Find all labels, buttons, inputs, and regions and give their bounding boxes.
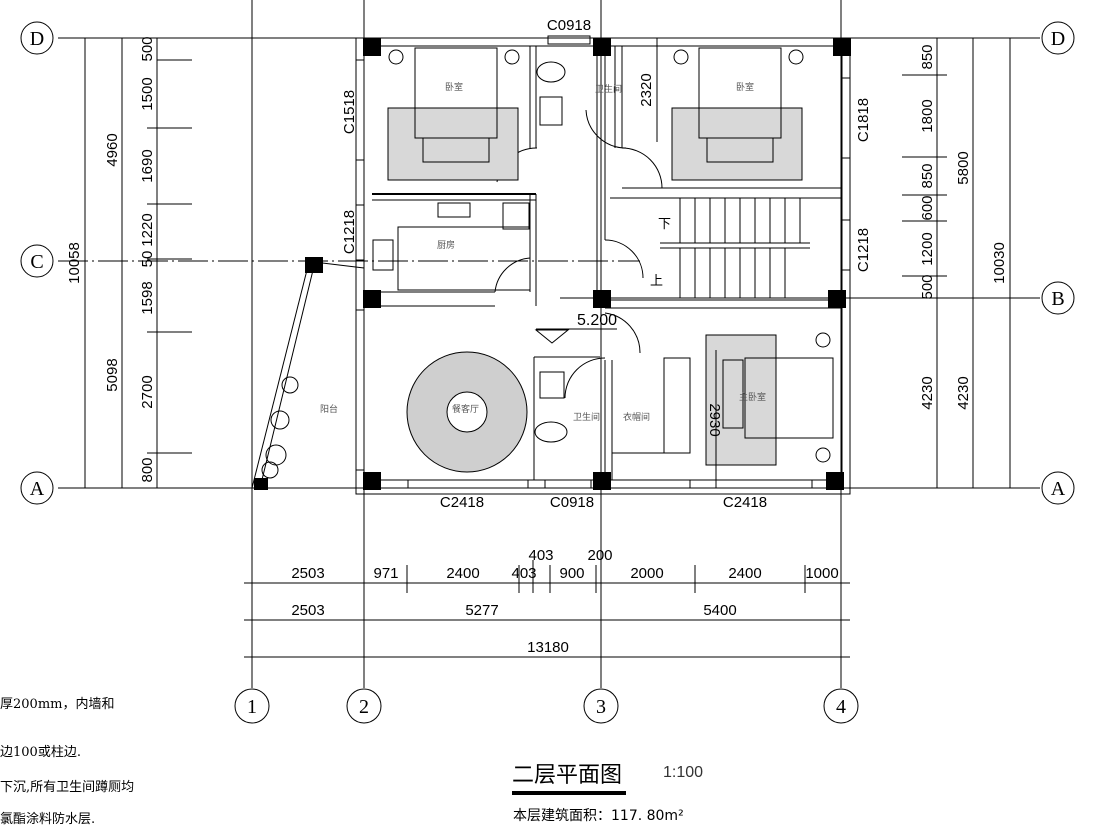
window-label-right-bedroom: C1818	[855, 98, 872, 142]
dim-bottom-total: 13180	[527, 639, 569, 656]
elevation-value: 5.200	[577, 312, 617, 329]
dim-bottom-seg: 200	[587, 547, 612, 564]
axis-labels: D C A D B A 1 2 3 4	[20, 21, 1075, 724]
dim-bottom-seg: 403	[511, 565, 536, 582]
dim-left-seg: 500	[139, 36, 156, 61]
room-bath-top: 卫生间	[595, 83, 622, 95]
dim-left-seg: 800	[139, 457, 156, 482]
dim-right-seg: 600	[919, 195, 936, 220]
room-kitchen: 厨房	[437, 239, 455, 251]
dim-left-total: 10058	[66, 242, 83, 284]
dim-right-seg: 850	[919, 44, 936, 69]
note-line-4: 氯酯涂料防水层.	[0, 812, 96, 827]
structural-columns	[254, 38, 851, 490]
axis-label-d: D	[30, 28, 44, 50]
dim-bottom-seg: 2000	[630, 565, 663, 582]
dim-left-seg: 1690	[139, 149, 156, 182]
dim-right-seg: 1800	[919, 99, 936, 132]
room-bedroom-left: 卧室	[445, 81, 463, 93]
axis-label-c: C	[30, 251, 43, 273]
room-bedroom-right: 卧室	[736, 81, 754, 93]
window-label-left-bedroom: C1518	[341, 90, 358, 134]
dim-master-depth: 2930	[706, 403, 723, 436]
dim-bottom-seg: 2400	[446, 565, 479, 582]
dim-bottom-seg: 1000	[805, 565, 838, 582]
dim-bottom-seg: 971	[373, 565, 398, 582]
axis-label-4: 4	[836, 696, 846, 718]
axis-label-a-left: A	[30, 478, 45, 500]
dim-bottom-seg: 2400	[728, 565, 761, 582]
dim-left-lower: 5098	[104, 358, 121, 391]
stair-down-label: 下	[658, 217, 671, 232]
drawing-scale: 1:100	[663, 764, 704, 781]
floor-area: 本层建筑面积：117. 80m²	[513, 808, 684, 824]
window-labels: C0918 C1518 C1818 C1218 C1218 C2418 C091…	[341, 17, 872, 511]
dim-right-seg: 1200	[919, 232, 936, 265]
dimensions-left: 10058 4960 5098 500 1500 1690 1220 50 15…	[66, 36, 192, 488]
dimensions-right: 850 1800 850 600 1200 500 5800 4230 4230…	[902, 38, 1011, 488]
window-label-kitchen: C1218	[341, 210, 358, 254]
axis-label-d-right: D	[1051, 28, 1065, 50]
axis-label-a-right: A	[1051, 478, 1066, 500]
dim-left-seg: 1500	[139, 77, 156, 110]
dim-bottom-mid: 5400	[703, 602, 736, 619]
dim-left-seg: 2700	[139, 375, 156, 408]
balcony-plants-icon	[261, 376, 299, 479]
room-labels: 卧室 卧室 卫生间 厨房 阳台 餐客厅 卫生间 衣帽间 主卧室 下 上	[320, 81, 766, 423]
note-line-1: 厚200mm，内墙和	[0, 697, 115, 712]
dim-right-seg: 500	[919, 274, 936, 299]
note-line-3: 下沉,所有卫生间蹲厕均	[0, 780, 135, 795]
dim-right-lower-outer: 4230	[955, 376, 972, 409]
room-master-bedroom: 主卧室	[739, 391, 766, 403]
dim-right-upper: 5800	[955, 151, 972, 184]
staircase	[660, 198, 810, 298]
room-closet: 衣帽间	[623, 411, 650, 423]
dim-bottom-mid: 5277	[465, 602, 498, 619]
window-label-bottom-right: C2418	[723, 494, 767, 511]
window-label-top: C0918	[547, 17, 591, 34]
dim-left-seg: 50	[139, 251, 156, 268]
axis-label-b: B	[1051, 288, 1064, 310]
drawing-title: 二层平面图	[512, 757, 627, 795]
dim-bottom-mid: 2503	[291, 602, 324, 619]
door-swings	[494, 109, 663, 399]
room-balcony: 阳台	[320, 403, 338, 415]
dim-bath-depth: 2320	[638, 73, 655, 106]
dimensions-bottom: 2503 971 2400 403 403 900 200 2000 2400 …	[244, 547, 850, 658]
axis-label-1: 1	[247, 696, 257, 718]
dim-bottom-seg: 900	[559, 565, 584, 582]
dim-bottom-seg: 2503	[291, 565, 324, 582]
dim-right-seg: 850	[919, 163, 936, 188]
room-dining-living: 餐客厅	[452, 403, 479, 415]
window-label-bottom-left: C2418	[440, 494, 484, 511]
axis-label-2: 2	[359, 696, 369, 718]
dim-bottom-seg: 403	[528, 547, 553, 564]
dim-left-seg: 1598	[139, 281, 156, 314]
elevation-marker: 5.200	[534, 312, 617, 344]
axis-label-3: 3	[596, 696, 606, 718]
windows	[355, 35, 851, 489]
dim-right-total: 10030	[991, 242, 1008, 284]
window-label-bottom-mid: C0918	[550, 494, 594, 511]
furniture	[261, 47, 834, 479]
axis-grid	[58, 0, 1040, 688]
room-bath-bottom: 卫生间	[573, 411, 600, 423]
dim-right-lower-inner: 4230	[919, 376, 936, 409]
dim-left-seg: 1220	[139, 213, 156, 246]
stair-up-label: 上	[650, 274, 663, 289]
note-line-2: 边100或柱边.	[0, 745, 81, 760]
dim-left-upper: 4960	[104, 133, 121, 166]
window-label-stair: C1218	[855, 228, 872, 272]
